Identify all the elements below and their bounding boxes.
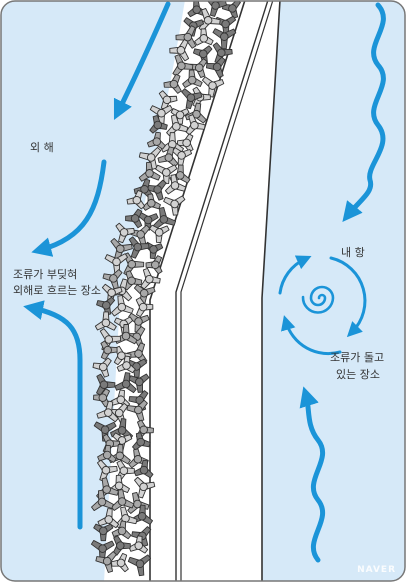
whirlpool-label-line2: 있는 장소 <box>336 368 380 381</box>
tetrapod-block <box>114 323 138 345</box>
tetrapod-block <box>170 108 190 125</box>
tetrapod-block <box>135 297 154 318</box>
tetrapod-block <box>188 58 208 79</box>
inner-wavy-upflow-arrow <box>299 386 326 563</box>
tetrapod-block <box>112 535 131 556</box>
tetrapod-block <box>212 28 237 50</box>
tetrapod-block <box>172 54 194 77</box>
tetrapod-block <box>92 357 112 378</box>
tetrapod-block <box>99 328 122 352</box>
tetrapod-block <box>96 296 116 316</box>
tetrapod-block <box>163 73 182 94</box>
tetrapod-block <box>181 88 203 110</box>
tetrapod-block <box>111 520 132 540</box>
tetrapod-block <box>149 224 170 243</box>
outer-downflow-arrow <box>113 1 171 121</box>
tetrapod-block <box>125 358 148 378</box>
tetrapod-block <box>113 345 132 366</box>
tetrapod-block <box>212 42 233 65</box>
outer-sea-water <box>1 1 185 581</box>
tetrapod-block <box>100 340 118 360</box>
naver-watermark: NAVER <box>357 565 396 575</box>
breakwater-wall <box>149 1 281 581</box>
tetrapod-block <box>125 208 143 229</box>
tetrapod-block <box>153 207 177 230</box>
tetrapod-block <box>182 69 203 89</box>
tetrapod-block <box>93 523 114 542</box>
tetrapod-block <box>133 459 154 479</box>
tetrapod-block <box>126 190 146 210</box>
tetrapod-block <box>146 131 166 150</box>
tetrapod-block <box>146 179 167 201</box>
tetrapod-block <box>145 255 163 275</box>
tetrapod-block <box>171 147 193 166</box>
tetrapod-block <box>111 295 134 317</box>
breakwater-parapet-line <box>175 1 269 581</box>
tetrapod-block <box>194 28 214 46</box>
tetrapod-block <box>140 267 161 290</box>
tetrapod-block <box>128 236 150 259</box>
tetrapod-block <box>123 270 143 291</box>
inner-harbor-label: 내 항 <box>341 246 365 259</box>
tetrapod-block <box>110 418 134 440</box>
tetrapod-block <box>177 133 194 153</box>
tetrapod-block <box>134 476 156 499</box>
tetrapod-block <box>163 195 186 216</box>
tetrapod-block <box>97 444 117 463</box>
tetrapod-block <box>198 7 221 32</box>
deflected-flow-arrow <box>31 159 107 257</box>
tetrapod-block <box>127 554 152 577</box>
tetrapod-block <box>126 399 148 422</box>
tetrapod-block <box>201 76 225 98</box>
tetrapod-block <box>149 104 173 126</box>
tetrapod-block <box>115 222 135 244</box>
tetrapod-block <box>116 355 136 374</box>
tetrapod-block <box>205 56 226 78</box>
breakwater-parapet-line-2 <box>180 1 274 581</box>
tetrapod-block <box>138 161 161 182</box>
tetrapod-block <box>102 269 123 290</box>
outgoing-flow-arrow <box>23 300 83 530</box>
tetrapod-block <box>187 1 207 18</box>
outer-sea-label: 외 해 <box>30 141 54 154</box>
tetrapod-block <box>128 373 150 393</box>
tetrapod-block <box>157 146 179 168</box>
tetrapod-block <box>110 552 129 573</box>
inner-wavy-downflow-arrow <box>342 2 386 223</box>
tetrapod-block <box>96 400 119 423</box>
tetrapod-block <box>185 114 206 136</box>
tetrapod-block <box>175 25 197 49</box>
tetrapod-block <box>155 164 178 185</box>
tetrapod-block <box>95 551 117 573</box>
tetrapod-block <box>164 174 187 195</box>
tetrapod-block <box>205 1 227 17</box>
tetrapod-block <box>128 535 149 554</box>
tetrapod-block <box>142 193 161 211</box>
tetrapod-block <box>91 489 114 512</box>
tetrapod-block <box>138 212 159 231</box>
whirlpool-label-line1: 조류가 돌고 <box>330 351 385 364</box>
deflected-flow-label-line1: 조류가 부딪혀 <box>13 268 78 281</box>
tetrapod-block <box>96 373 116 396</box>
tetrapod-armor <box>90 1 241 577</box>
tetrapod-block <box>149 115 168 134</box>
tetrapod-block <box>144 241 164 260</box>
tetrapod-block <box>97 508 120 529</box>
tetrapod-block <box>138 146 162 170</box>
deflected-flow-label-line2: 외해로 흐르는 장소 <box>13 284 101 297</box>
tetrapod-block <box>169 39 190 62</box>
tetrapod-block <box>94 311 117 331</box>
tetrapod-block <box>132 432 151 451</box>
tetrapod-block <box>93 388 110 408</box>
whirlpool-icon <box>278 255 367 356</box>
